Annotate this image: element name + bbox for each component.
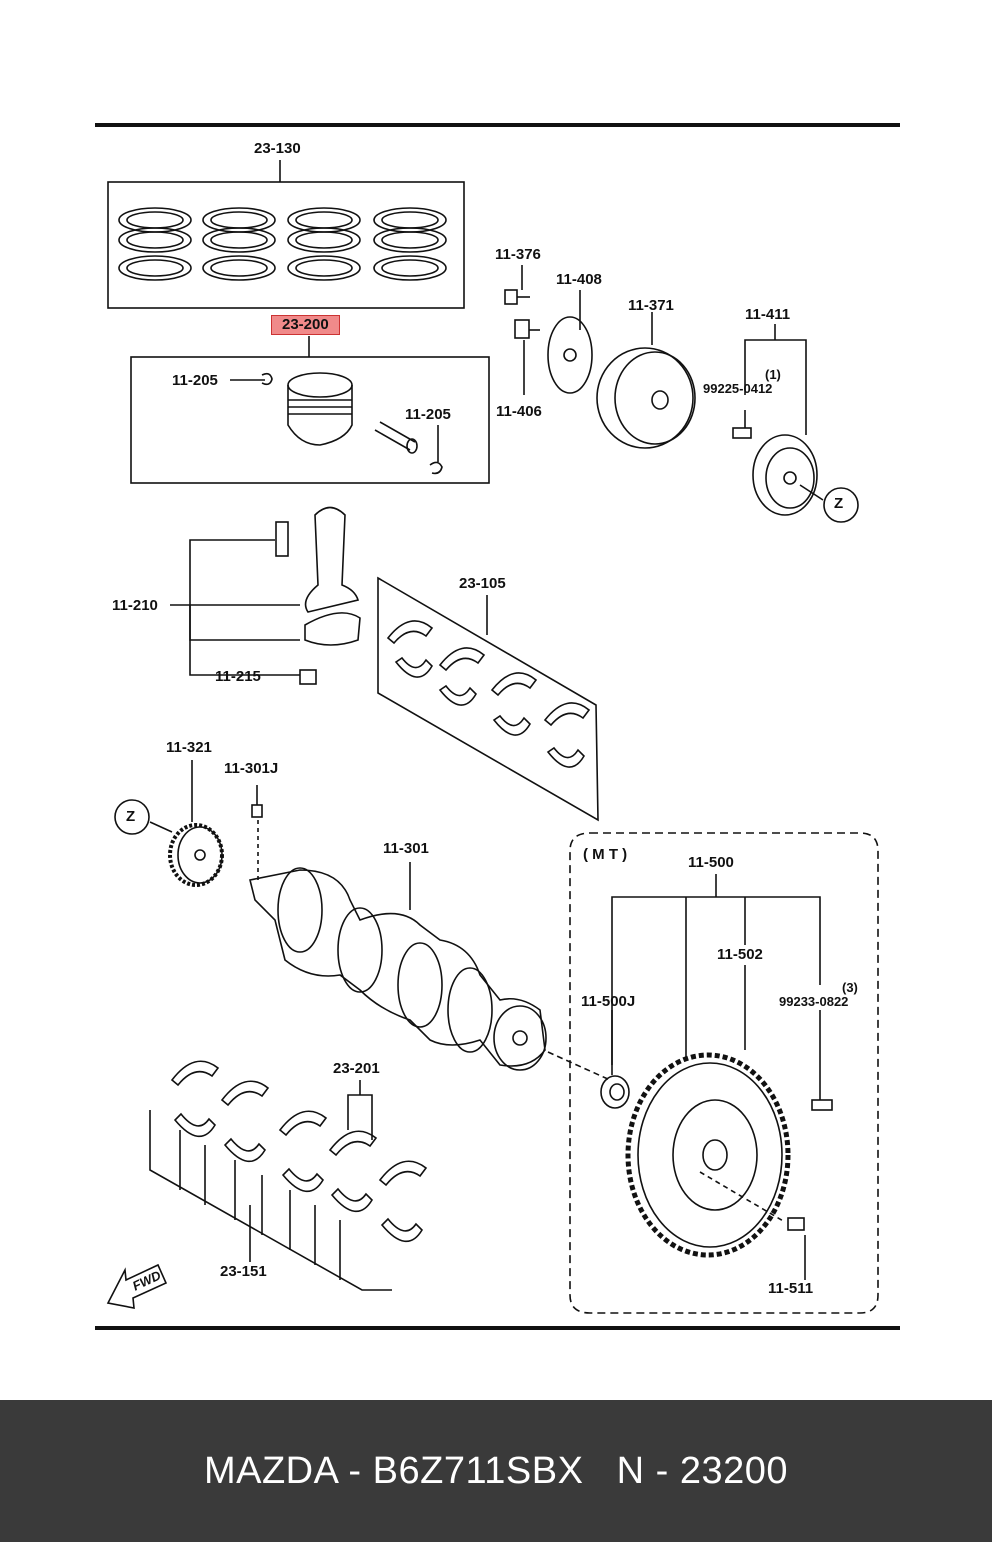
label-piston-highlighted[interactable]: 23-200 [271, 315, 340, 335]
footer-brand: MAZDA - B6Z711SBX [203, 1449, 584, 1492]
label-pulley-plate: 11-411 [745, 306, 791, 323]
label-conrod-bearing: 23-105 [459, 575, 506, 592]
label-clip-right: 11-205 [405, 406, 451, 423]
label-pulley-qty: (1) [765, 367, 781, 382]
footer-caption: MAZDA - B6Z711SBX N - 23200 [0, 1400, 992, 1542]
main-bearing-group [149, 1060, 428, 1291]
label-piston-rings: 23-130 [254, 140, 301, 157]
label-mt-group: ( M T ) [583, 846, 628, 863]
label-flywheel: 11-500 [688, 854, 734, 871]
fwd-arrow-group [106, 1263, 168, 1309]
label-bolt-lower: 11-406 [496, 403, 542, 420]
pulley-group [504, 265, 859, 523]
label-thrust-bearing: 23-201 [333, 1060, 380, 1077]
conrod-group [170, 506, 361, 685]
piston-group [130, 336, 490, 484]
label-crankshaft: 11-301 [383, 840, 429, 857]
crankshaft-group [249, 862, 611, 1081]
label-timing-gear: 11-321 [166, 739, 212, 756]
conrod-bearing-group [377, 576, 599, 822]
label-pulley: 11-371 [628, 297, 674, 314]
label-flywheel-part: 99233-0822 [779, 994, 849, 1009]
piston-rings-group [107, 160, 465, 309]
label-conrod: 11-210 [112, 597, 158, 614]
label-flywheel-qty: (3) [842, 980, 858, 995]
label-pilot-bearing: 11-500J [581, 993, 636, 1010]
label-key-plate: 11-408 [556, 271, 602, 288]
parts-diagram: 23-130 23-200 11-205 11-205 11-376 11-40… [95, 123, 900, 1330]
label-bolt-top: 11-376 [495, 246, 541, 263]
label-flywheel-bolt: 11-511 [768, 1280, 814, 1297]
callout-z-pulley: Z [834, 495, 844, 512]
label-pulley-part: 99225-0412 [703, 381, 773, 396]
label-crank-key: 11-301J [224, 760, 279, 777]
flywheel-group [569, 832, 879, 1314]
timing-gear-group [114, 760, 263, 887]
label-clip-left: 11-205 [172, 372, 218, 389]
label-main-bearing: 23-151 [220, 1263, 267, 1280]
footer-part: N - 23200 [616, 1449, 789, 1492]
label-ring-gear: 11-502 [717, 946, 763, 963]
label-conrod-nut: 11-215 [215, 668, 261, 685]
callout-z-gear: Z [126, 808, 136, 825]
diagram-drawing [95, 123, 900, 1330]
